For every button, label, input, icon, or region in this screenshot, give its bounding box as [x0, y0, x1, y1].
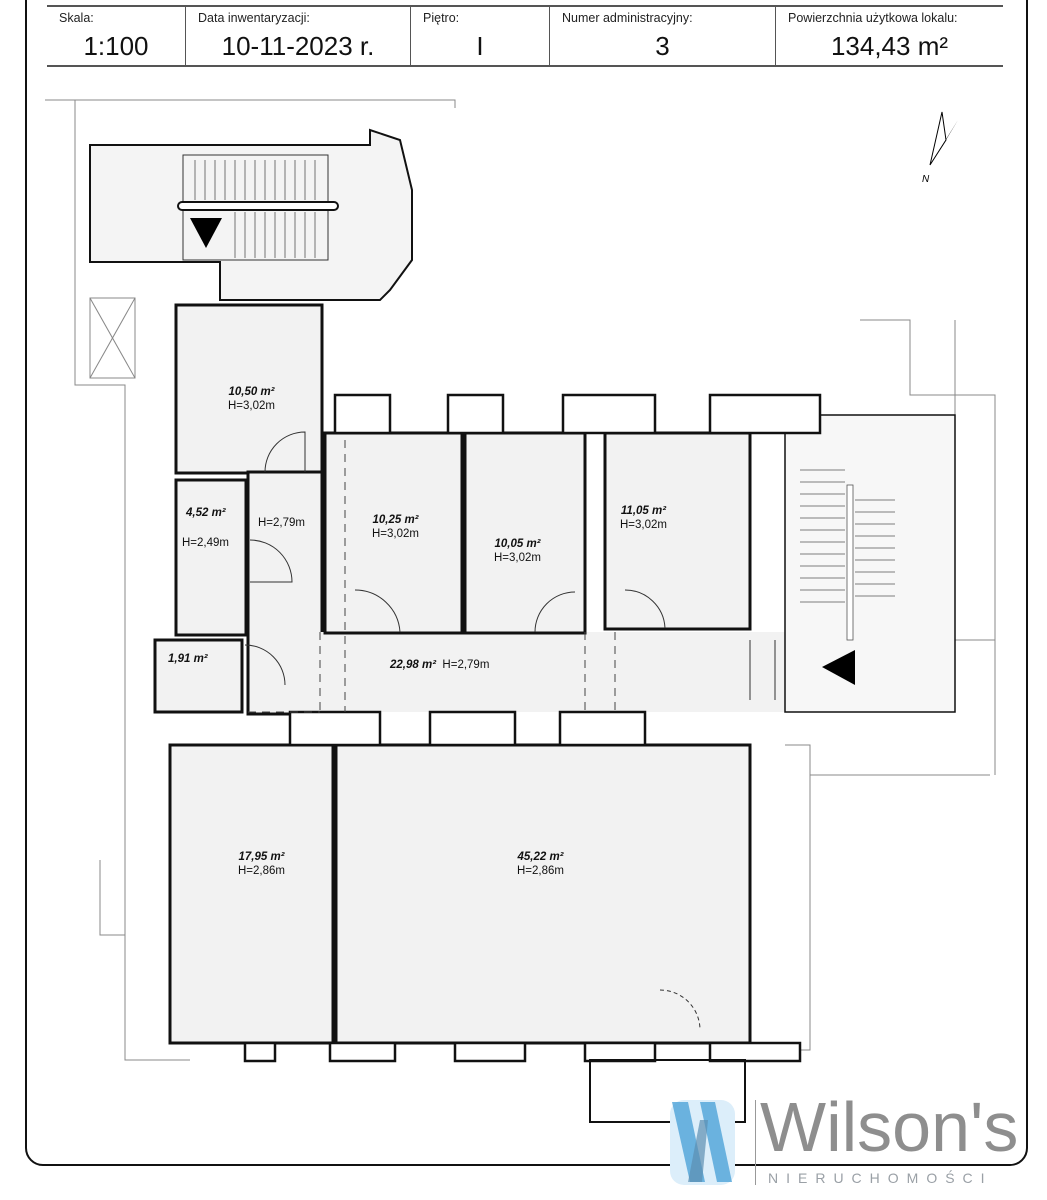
room-area: 10,50 m² — [228, 386, 275, 398]
room-area: 1,91 m² — [168, 653, 208, 665]
dashed-lines — [248, 440, 616, 713]
room-area: 10,25 m² — [372, 514, 419, 526]
area-label: Powierzchnia użytkowa lokalu: — [788, 11, 958, 25]
number-cell: Numer administracyjny: 3 — [550, 7, 776, 65]
logo-divider — [755, 1100, 756, 1185]
room-height: H=3,02m — [372, 528, 419, 540]
room-area: 17,95 m² — [238, 851, 285, 863]
room-label: 10,05 m² H=3,02m — [494, 537, 541, 565]
room-height: H=2,49m — [182, 537, 229, 549]
room-label: 17,95 m² H=2,86m — [238, 850, 285, 878]
doors — [244, 431, 776, 1031]
area-value: 134,43 m² — [830, 31, 949, 61]
room-1025 — [323, 431, 464, 635]
room-height: H=3,02m — [228, 400, 275, 412]
logo-name: Wilson's — [760, 1088, 1019, 1166]
room-height: H=2,79m — [442, 659, 490, 671]
area-cell: Powierzchnia użytkowa lokalu: 134,43 m² — [776, 7, 1003, 65]
floor-value: I — [476, 31, 484, 61]
hall — [246, 470, 324, 716]
number-label: Numer administracyjny: — [562, 11, 693, 25]
room-height: H=3,02m — [494, 552, 541, 564]
room-label: 11,05 m² H=3,02m — [620, 504, 667, 532]
w-logo-icon — [670, 1100, 735, 1185]
stair-treads — [194, 160, 316, 258]
room-label: 10,25 m² H=3,02m — [372, 513, 419, 541]
room-area: 45,22 m² — [517, 851, 564, 863]
room-area: 11,05 m² — [620, 505, 667, 517]
compass-icon — [929, 111, 958, 166]
sheet-frame — [25, 0, 1028, 1166]
logo-tagline: NIERUCHOMOŚCI — [768, 1170, 993, 1186]
wilsons-logo: Wilson's NIERUCHOMOŚCI — [660, 1090, 1030, 1190]
room-label: 22,98 m² H=2,79m — [390, 658, 489, 672]
info-header: Skala: 1:100 Data inwentaryzacji: 10-11-20… — [47, 5, 1003, 67]
room-height: H=2,86m — [517, 865, 564, 877]
room-4522 — [334, 743, 752, 1045]
scale-value: 1:100 — [83, 31, 149, 61]
room-1005 — [463, 431, 587, 635]
right-stair-treads — [800, 469, 895, 641]
room-height: H=2,79m — [258, 517, 305, 529]
room-area: 22,98 m² — [390, 659, 437, 671]
entrance-arrow-icon — [190, 218, 222, 248]
wc — [153, 638, 244, 714]
room-height: H=2,86m — [238, 865, 285, 877]
date-cell: Data inwentaryzacji: 10-11-2023 r. — [186, 7, 411, 65]
scale-cell: Skala: 1:100 — [47, 7, 186, 65]
corridor — [320, 632, 785, 712]
room-area: 10,05 m² — [494, 538, 541, 550]
room-height: H=3,02m — [620, 519, 667, 531]
staircase-arrow-icon — [822, 650, 855, 685]
floor-label: Piętro: — [423, 11, 460, 25]
bathroom — [174, 478, 248, 637]
right-staircase — [784, 414, 956, 713]
room-area: 4,52 m² — [186, 507, 226, 519]
room-1105 — [603, 431, 752, 631]
north-label: N — [922, 174, 930, 185]
room-label: H=2,79m — [258, 516, 305, 530]
floor-cell: Piętro: I — [411, 7, 550, 65]
rooms — [153, 303, 956, 1045]
room-label: 10,50 m² H=3,02m — [228, 385, 275, 413]
top-staircase — [89, 128, 413, 301]
date-label: Data inwentaryzacji: — [198, 11, 310, 25]
room-label: 1,91 m² — [168, 652, 208, 666]
room-label: 4,52 m² H=2,49m — [182, 506, 233, 549]
room-1795 — [168, 743, 335, 1045]
room-label: 45,22 m² H=2,86m — [517, 850, 564, 878]
wall-piers — [243, 393, 822, 1123]
scale-label: Skala: — [59, 11, 94, 25]
date-value: 10-11-2023 r. — [221, 31, 375, 61]
number-value: 3 — [655, 31, 670, 61]
